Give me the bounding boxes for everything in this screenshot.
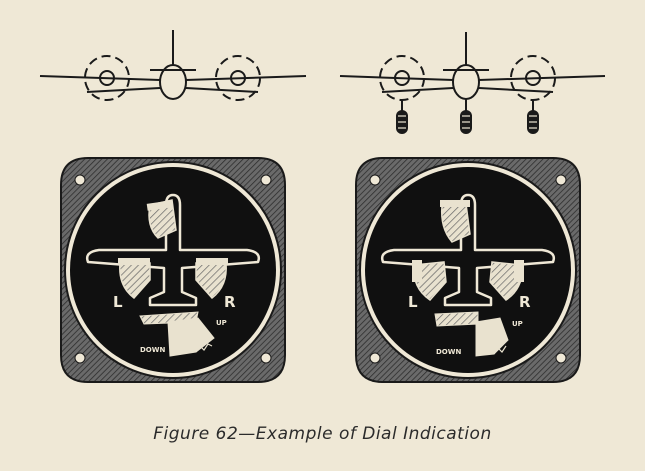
mounting-screw bbox=[555, 174, 567, 186]
dial-face bbox=[70, 167, 276, 373]
down-label: DOWN bbox=[436, 348, 461, 356]
right-label: R bbox=[224, 293, 236, 311]
nose-gear-indicator bbox=[440, 200, 471, 243]
mounting-screw bbox=[260, 174, 272, 186]
mounting-screw bbox=[369, 352, 381, 364]
mounting-screw bbox=[369, 174, 381, 186]
mounting-screw bbox=[74, 352, 86, 364]
up-label: UP bbox=[216, 319, 227, 327]
down-label: DOWN bbox=[140, 346, 165, 354]
left-label: L bbox=[113, 293, 123, 311]
flap-position-indicator bbox=[434, 311, 509, 357]
left-gear-indicator bbox=[118, 258, 151, 300]
mounting-screw bbox=[555, 352, 567, 364]
mounting-screw bbox=[74, 174, 86, 186]
gear-position-gauge-right: L R UP DOWN bbox=[355, 157, 581, 383]
airplane-front-view-retracted bbox=[39, 30, 307, 101]
airplane-silhouette bbox=[380, 193, 556, 307]
right-gear-indicator bbox=[195, 258, 228, 300]
airplane-silhouette bbox=[85, 193, 261, 307]
nose-gear-indicator bbox=[146, 199, 177, 239]
left-label: L bbox=[408, 293, 418, 311]
left-gear-indicator bbox=[412, 260, 447, 301]
figure-caption: Figure 62—Example of Dial Indication bbox=[153, 424, 492, 444]
mounting-screw bbox=[260, 352, 272, 364]
dial-face bbox=[365, 167, 571, 373]
up-label: UP bbox=[512, 320, 523, 328]
airplane-front-view-extended bbox=[339, 32, 606, 112]
gear-position-gauge-left: L R UP DOWN bbox=[60, 157, 286, 383]
right-gear-indicator bbox=[489, 260, 524, 301]
right-label: R bbox=[519, 293, 531, 311]
flap-position-indicator bbox=[139, 311, 215, 357]
